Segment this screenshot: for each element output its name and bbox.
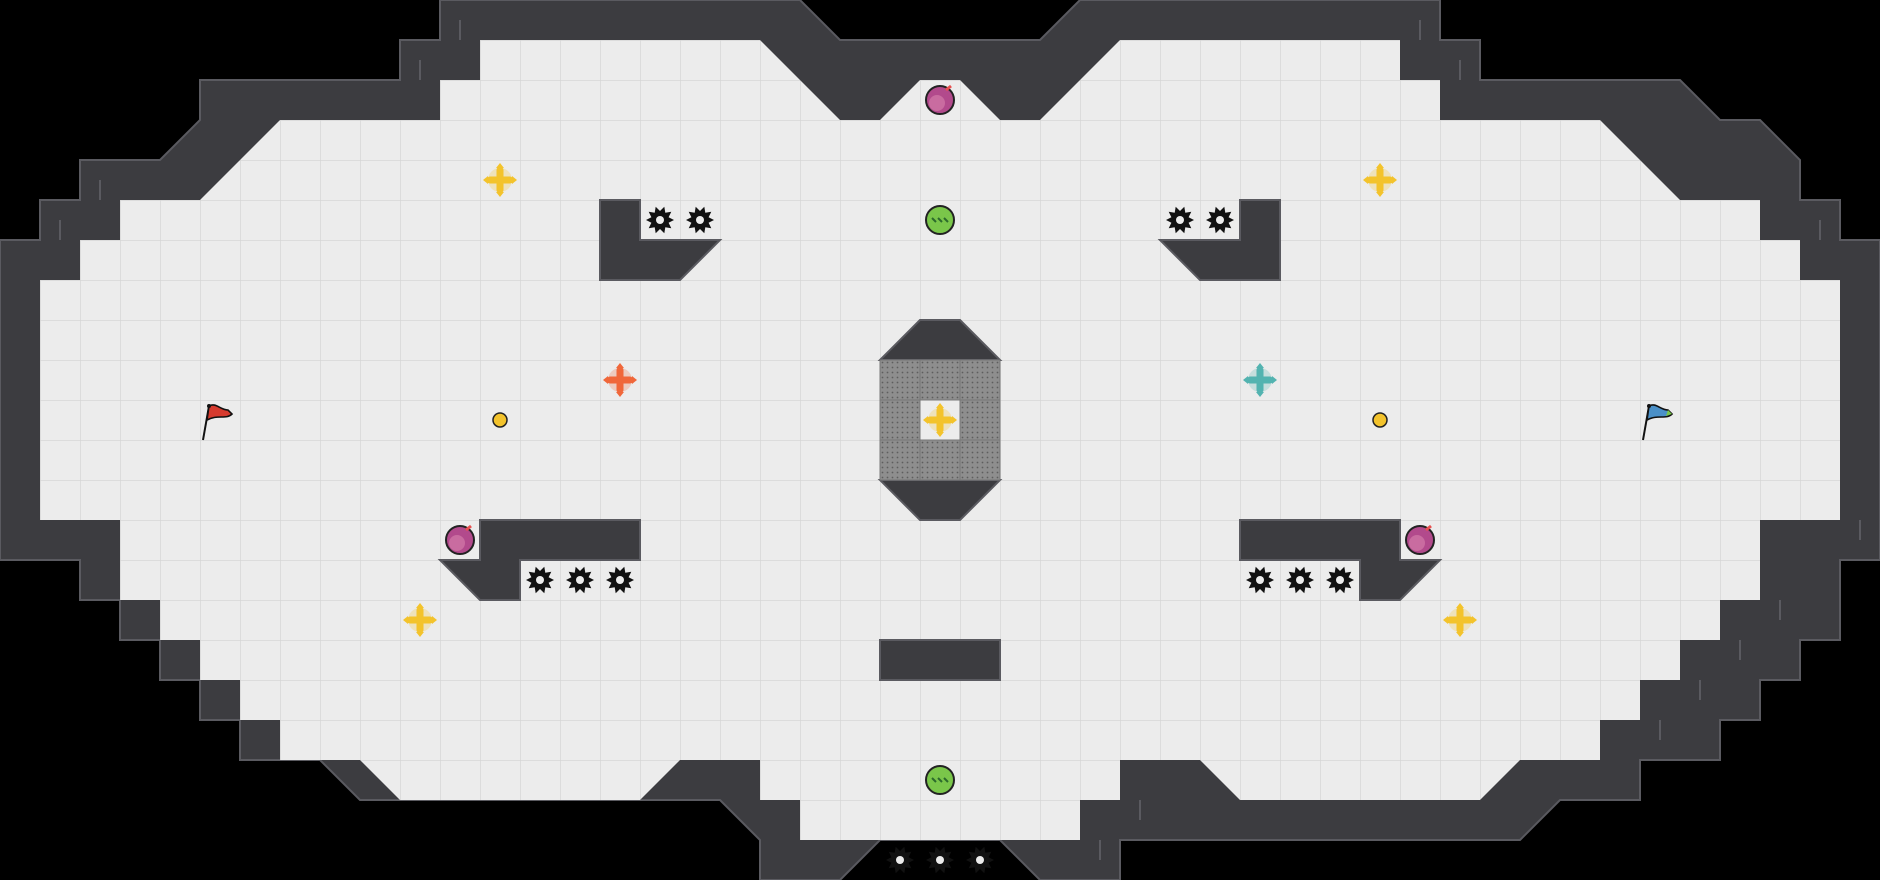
button-icon bbox=[492, 412, 508, 428]
inner-wall-bottom-right bbox=[1239, 519, 1443, 601]
bomb-icon bbox=[925, 84, 955, 115]
bomb-icon bbox=[445, 524, 475, 555]
button-group bbox=[492, 412, 1388, 428]
powerup-group bbox=[445, 84, 1435, 795]
yellow-boost-icon bbox=[1363, 163, 1397, 197]
spike-icon bbox=[606, 566, 634, 594]
spike-icon bbox=[1246, 566, 1274, 594]
blue-flag-icon bbox=[1642, 404, 1674, 441]
spike-icon bbox=[526, 566, 554, 594]
powerup-icon bbox=[925, 765, 955, 795]
yellow-boost-icon bbox=[403, 603, 437, 637]
inner-wall-top-left bbox=[599, 199, 723, 281]
yellow-boost-icon bbox=[923, 403, 957, 437]
button-icon bbox=[1372, 412, 1388, 428]
spike-icon bbox=[1286, 566, 1314, 594]
boost-group bbox=[403, 163, 1477, 637]
spike-icon bbox=[1326, 566, 1354, 594]
bomb-icon bbox=[1405, 524, 1435, 555]
powerup-icon bbox=[925, 205, 955, 235]
spike-icon bbox=[646, 206, 674, 234]
spike-icon bbox=[886, 846, 914, 874]
red-flag-icon bbox=[202, 404, 234, 441]
inner-wall-top-right bbox=[1157, 199, 1281, 281]
spike-group bbox=[526, 206, 1354, 874]
spike-icon bbox=[1206, 206, 1234, 234]
inner-wall-bottom-left bbox=[437, 519, 641, 601]
inner-wall-center-bar bbox=[879, 639, 1001, 681]
yellow-boost-icon bbox=[483, 163, 517, 197]
spike-icon bbox=[926, 846, 954, 874]
spike-icon bbox=[1166, 206, 1194, 234]
spike-icon bbox=[686, 206, 714, 234]
spike-icon bbox=[966, 846, 994, 874]
red-team-boost-icon bbox=[603, 363, 637, 397]
yellow-boost-icon bbox=[1443, 603, 1477, 637]
spike-icon bbox=[566, 566, 594, 594]
blue-team-boost-icon bbox=[1243, 363, 1277, 397]
center-plates bbox=[879, 359, 1001, 481]
wall-notches bbox=[59, 20, 1861, 860]
